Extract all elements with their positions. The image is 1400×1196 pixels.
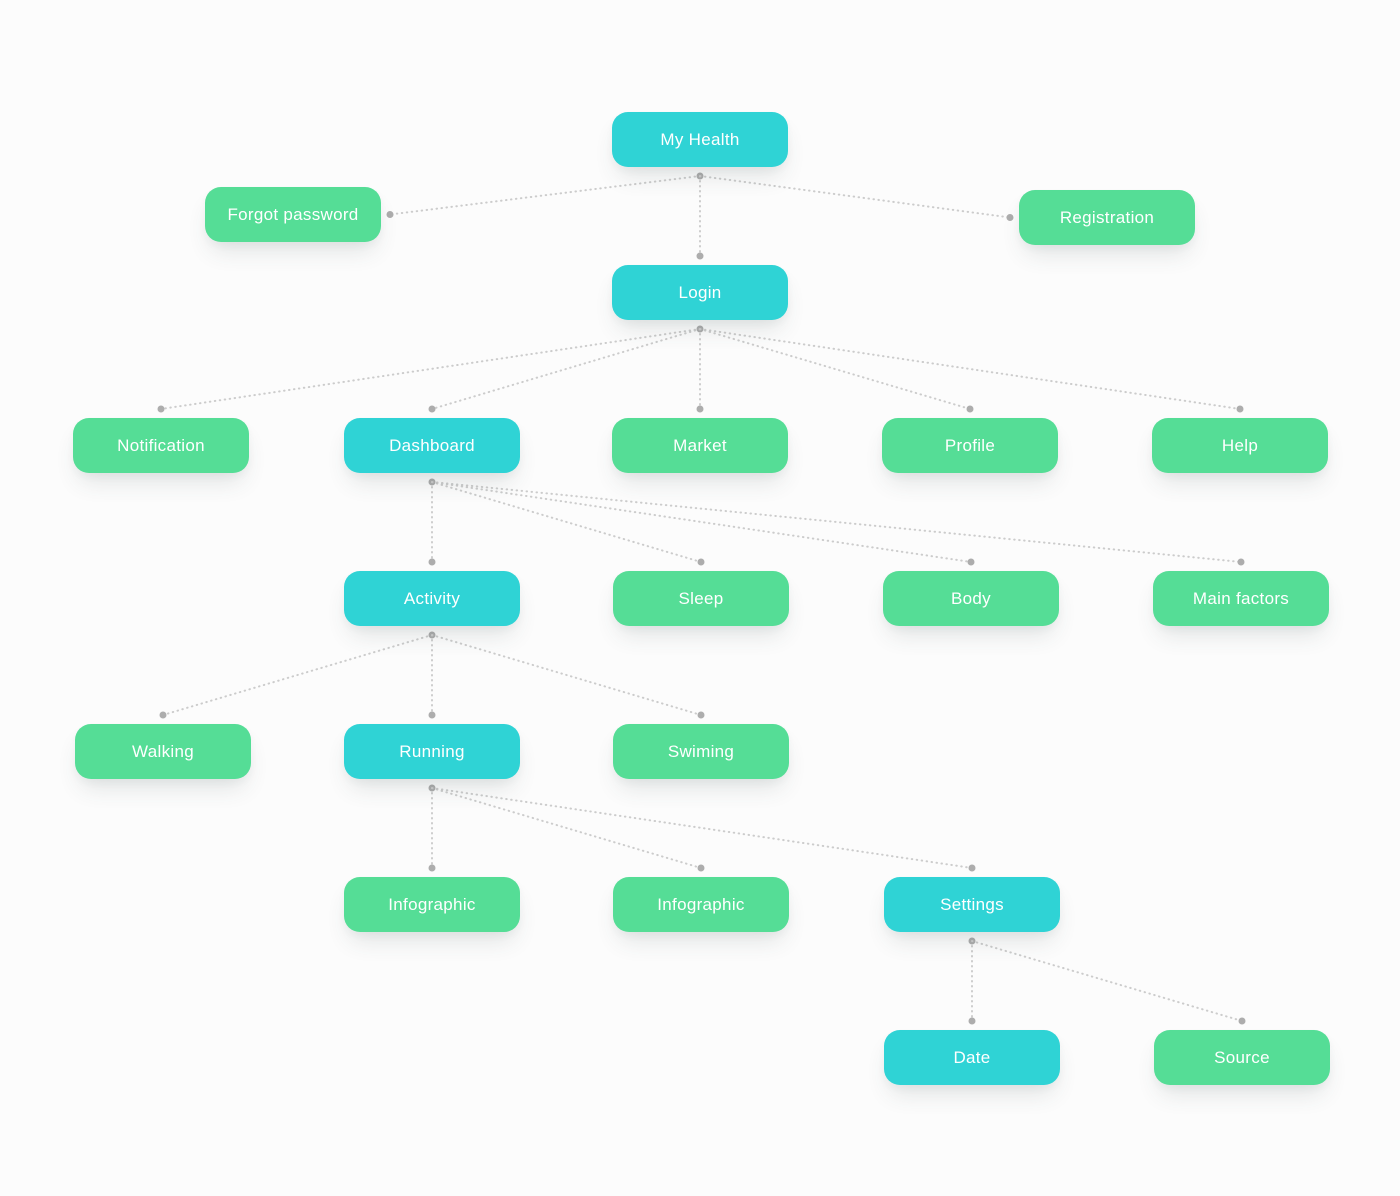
node-label: Running	[399, 742, 465, 761]
connector-dot	[428, 784, 436, 792]
node-label: Market	[673, 436, 727, 455]
node-profile[interactable]: Profile	[882, 418, 1058, 473]
node-login[interactable]: Login	[612, 265, 788, 320]
connector-dot	[696, 172, 704, 180]
connector-line-dashboard-main-factors	[431, 481, 1242, 563]
node-source[interactable]: Source	[1154, 1030, 1330, 1085]
node-label: Source	[1214, 1048, 1270, 1067]
node-my-health[interactable]: My Health	[612, 112, 788, 167]
connector-dot	[386, 211, 394, 218]
connector-dot	[428, 864, 436, 872]
node-swiming[interactable]: Swiming	[613, 724, 789, 779]
connector-dot	[697, 558, 705, 566]
node-label: Activity	[403, 589, 461, 608]
node-label: Profile	[944, 436, 996, 455]
connector-dot	[696, 325, 704, 333]
node-notification[interactable]: Notification	[73, 418, 249, 473]
node-forgot-password[interactable]: Forgot password	[205, 187, 381, 242]
connector-dot	[696, 252, 704, 260]
connector-dot	[1237, 558, 1245, 566]
connector-line-login-profile	[699, 328, 971, 410]
node-date[interactable]: Date	[884, 1030, 1060, 1085]
connector-dot	[968, 864, 976, 872]
node-dashboard[interactable]: Dashboard	[344, 418, 520, 473]
connector-dot	[1236, 405, 1244, 413]
connector-dot	[428, 405, 436, 413]
node-walking[interactable]: Walking	[75, 724, 251, 779]
node-label: Sleep	[678, 589, 724, 608]
connector-dot	[1238, 1017, 1246, 1025]
node-label: Infographic	[388, 895, 476, 914]
node-label: Main factors	[1192, 589, 1290, 608]
connector-line-login-notification	[160, 328, 701, 410]
node-label: Infographic	[657, 895, 745, 914]
node-label: Notification	[117, 436, 205, 455]
node-label: Swiming	[667, 742, 735, 761]
node-main-factors[interactable]: Main factors	[1153, 571, 1329, 626]
node-label: Dashboard	[389, 436, 475, 455]
connector-line-activity-swiming	[431, 634, 702, 716]
node-infographic-2[interactable]: Infographic	[613, 877, 789, 932]
node-infographic-1[interactable]: Infographic	[344, 877, 520, 932]
node-sleep[interactable]: Sleep	[613, 571, 789, 626]
connector-dot	[968, 937, 976, 945]
node-label: Help	[1221, 436, 1259, 455]
connector-line-running-settings	[431, 787, 973, 869]
node-market[interactable]: Market	[612, 418, 788, 473]
connector-line-login-dashboard	[431, 328, 701, 410]
connector-line-my-health-registration	[699, 175, 1011, 219]
node-label: Walking	[132, 742, 194, 761]
connector-line-my-health-forgot-password	[389, 175, 701, 216]
node-registration[interactable]: Registration	[1019, 190, 1195, 245]
connector-dot	[157, 405, 165, 413]
node-running[interactable]: Running	[344, 724, 520, 779]
connector-line-dashboard-body	[431, 481, 972, 563]
connector-dot	[696, 405, 704, 413]
node-label: Registration	[1059, 208, 1155, 227]
connector-line-login-help	[699, 328, 1241, 410]
connector-dot	[428, 631, 436, 639]
node-help[interactable]: Help	[1152, 418, 1328, 473]
connector-dot	[428, 558, 436, 566]
connector-dot	[428, 478, 436, 486]
node-label: My Health	[660, 130, 740, 149]
node-label: Forgot password	[227, 205, 359, 224]
connector-line-settings-source	[971, 940, 1243, 1022]
connector-dot	[697, 711, 705, 719]
connector-dot	[428, 711, 436, 719]
connector-dot	[968, 1017, 976, 1025]
node-settings[interactable]: Settings	[884, 877, 1060, 932]
connector-dot	[966, 405, 974, 413]
connector-dot	[967, 558, 975, 566]
node-activity[interactable]: Activity	[344, 571, 520, 626]
node-label: Settings	[940, 895, 1004, 914]
connector-line-running-infographic-2	[431, 787, 702, 869]
node-label: Date	[953, 1048, 991, 1067]
connector-line-activity-walking	[162, 634, 433, 716]
node-label: Body	[951, 589, 991, 608]
connector-line-dashboard-sleep	[431, 481, 702, 563]
node-label: Login	[678, 283, 722, 302]
connector-dot	[1006, 214, 1014, 221]
connector-dot	[159, 711, 167, 719]
connector-dot	[697, 864, 705, 872]
node-body[interactable]: Body	[883, 571, 1059, 626]
